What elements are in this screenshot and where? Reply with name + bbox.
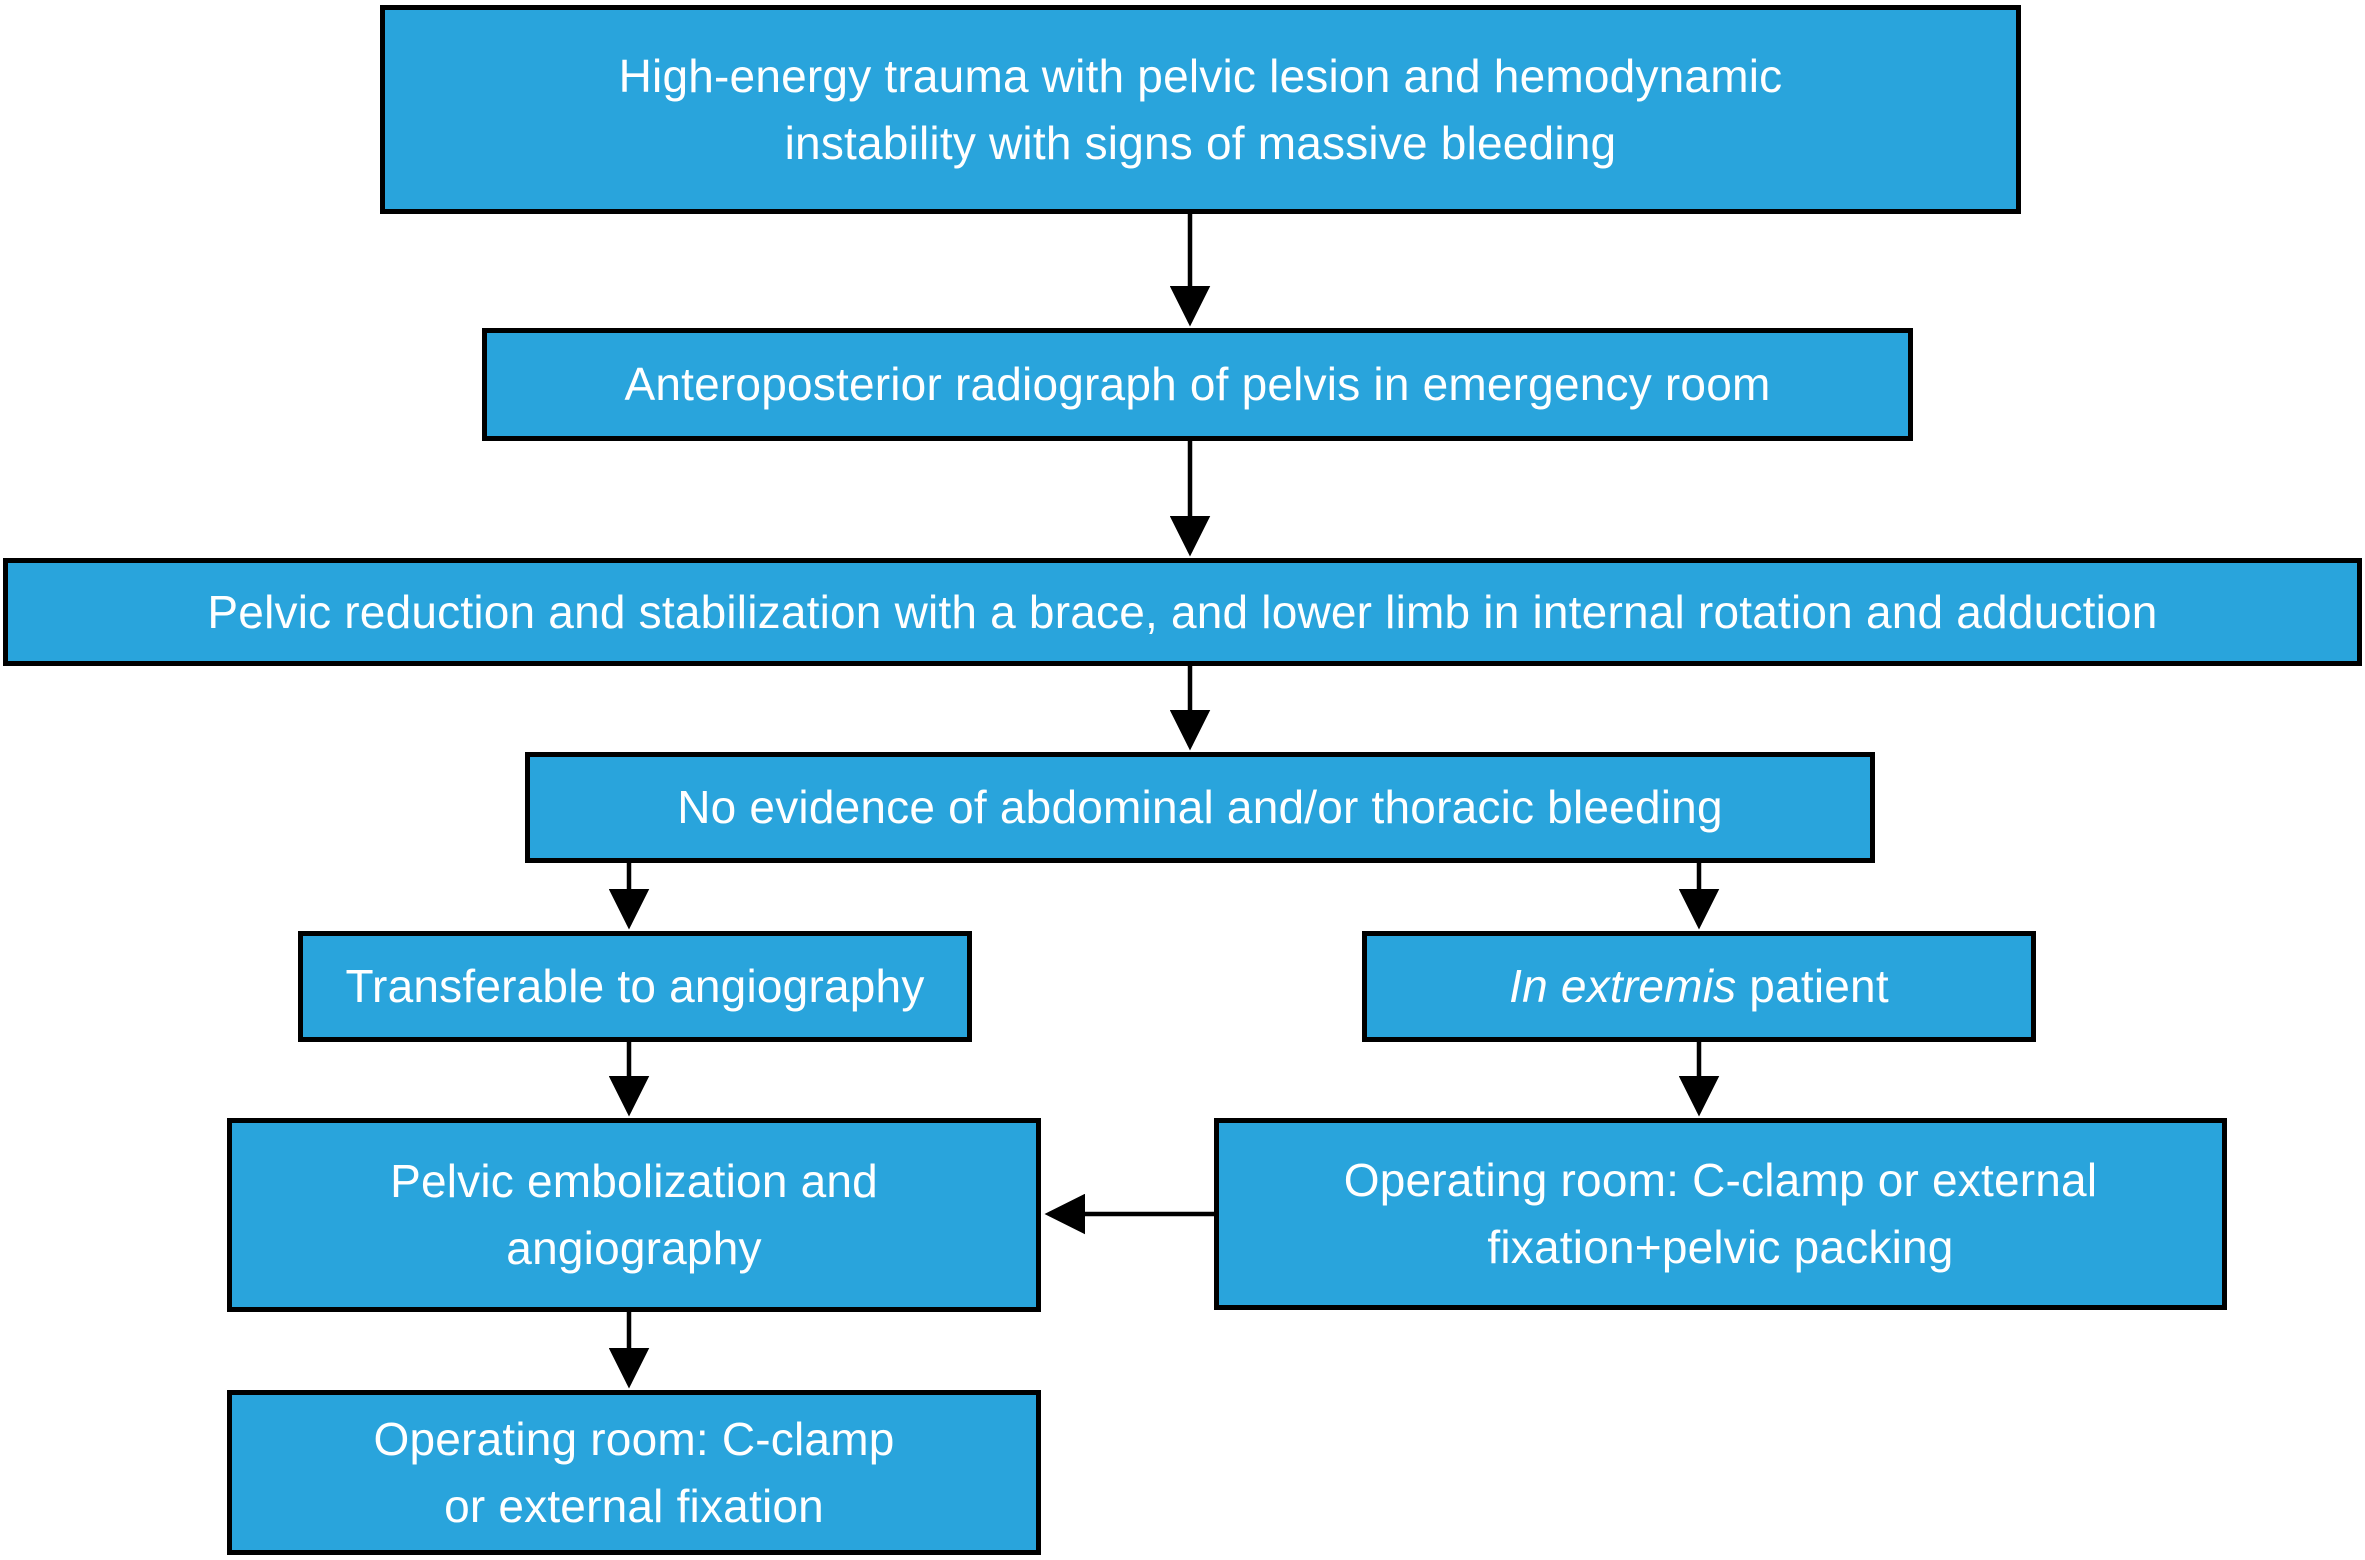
node-no-evidence-bleeding-label: No evidence of abdominal and/or thoracic… (677, 781, 1723, 834)
node-pelvic-reduction-stabilization: Pelvic reduction and stabilization with … (3, 558, 2362, 666)
node-operating-room-packing-label: Operating room: C-clamp or external fixa… (1343, 1154, 2098, 1273)
node-operating-room-fixation: Operating room: C-clamp or external fixa… (227, 1390, 1041, 1555)
node-pelvic-embolization-angiography: Pelvic embolization and angiography (227, 1118, 1041, 1312)
node-operating-room-packing: Operating room: C-clamp or external fixa… (1214, 1118, 2227, 1310)
node-in-extremis-patient-label: In extremis patient (1509, 953, 1889, 1020)
node-pelvic-embolization-angiography-label: Pelvic embolization and angiography (390, 1155, 878, 1274)
node-high-energy-trauma-label: High-energy trauma with pelvic lesion an… (618, 49, 1783, 169)
node-anteroposterior-radiograph: Anteroposterior radiograph of pelvis in … (482, 328, 1913, 441)
node-transferable-to-angiography: Transferable to angiography (298, 931, 972, 1042)
node-operating-room-fixation-label: Operating room: C-clamp or external fixa… (373, 1412, 895, 1532)
node-transferable-to-angiography-label: Transferable to angiography (345, 960, 925, 1013)
in-extremis-normal-text: patient (1736, 960, 1889, 1013)
node-no-evidence-bleeding: No evidence of abdominal and/or thoracic… (525, 752, 1875, 863)
node-high-energy-trauma: High-energy trauma with pelvic lesion an… (380, 5, 2021, 214)
node-pelvic-reduction-stabilization-label: Pelvic reduction and stabilization with … (207, 585, 2158, 638)
node-anteroposterior-radiograph-label: Anteroposterior radiograph of pelvis in … (624, 358, 1771, 411)
node-in-extremis-patient: In extremis patient (1362, 931, 2036, 1042)
in-extremis-italic-text: In extremis (1509, 960, 1737, 1013)
